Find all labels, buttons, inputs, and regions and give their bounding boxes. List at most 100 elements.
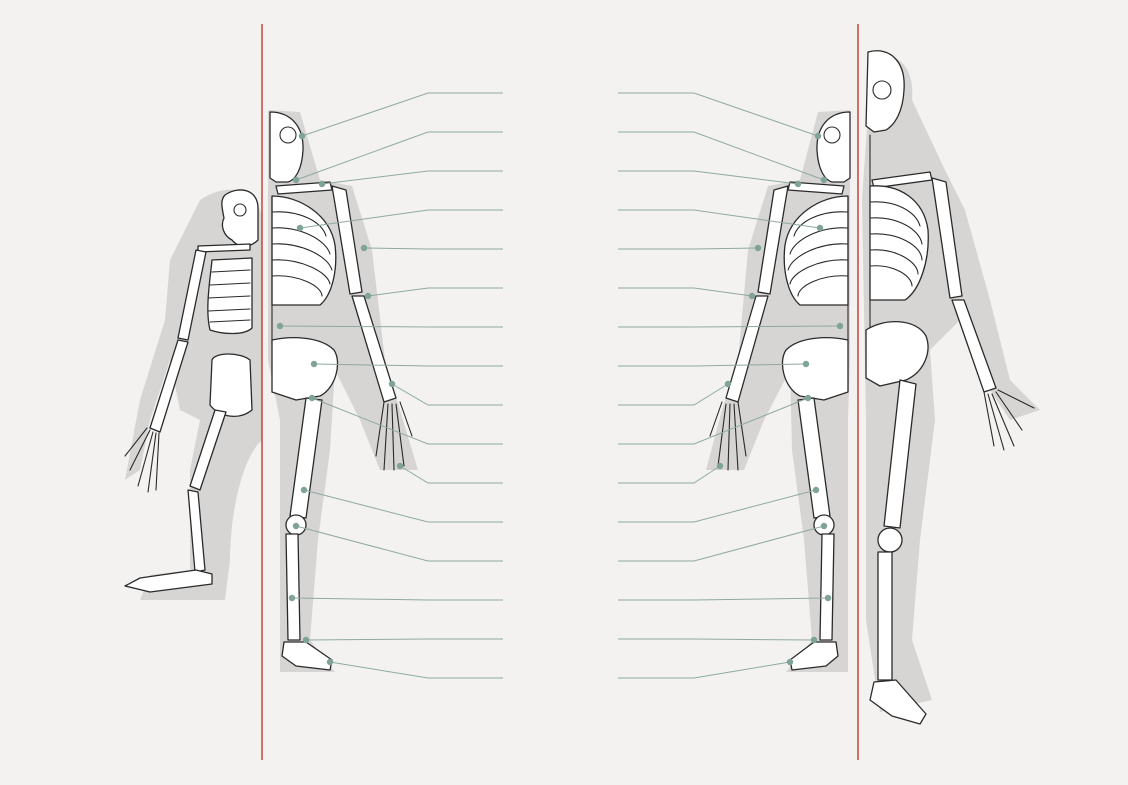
left-clavicle	[275, 181, 333, 195]
ape-clavicle	[197, 243, 251, 253]
left-leader-line-2	[295, 131, 503, 181]
human-skeleton	[862, 50, 1040, 725]
right-leader-lines	[618, 92, 844, 679]
ape-tibia	[187, 489, 206, 573]
human-patella	[877, 527, 903, 553]
human-skull	[865, 50, 905, 133]
left-hand	[375, 401, 413, 471]
human-hand	[983, 389, 1035, 451]
left-marker-14	[288, 594, 296, 602]
right-eye-socket	[823, 126, 841, 144]
right-marker-13	[820, 522, 828, 530]
right-leader-line-4	[618, 209, 821, 229]
right-leader-line-5	[618, 247, 759, 250]
human-ribcage	[869, 185, 929, 301]
left-marker-1	[298, 132, 306, 140]
left-pelvis	[271, 337, 339, 401]
right-marker-11	[716, 462, 724, 470]
left-marker-12	[300, 486, 308, 494]
left-leader-line-13	[295, 525, 503, 562]
right-leader-line-9	[618, 383, 729, 406]
human-tibia	[877, 551, 893, 681]
left-leader-line-4	[299, 209, 503, 229]
ape-skull	[221, 189, 259, 247]
left-marker-8	[310, 360, 318, 368]
right-leader-line-13	[618, 525, 825, 562]
left-tibia	[285, 533, 301, 641]
left-leader-line-6	[367, 287, 503, 297]
left-marker-7	[276, 322, 284, 330]
left-marker-9	[388, 380, 396, 388]
right-marker-12	[812, 486, 820, 494]
right-hand	[709, 401, 747, 471]
right-leader-line-15	[618, 638, 815, 641]
right-leader-line-2	[618, 131, 825, 181]
ape-forearm	[149, 339, 189, 433]
right-skull	[816, 111, 851, 183]
human-humerus	[931, 177, 963, 299]
left-radius-ulna	[351, 295, 397, 403]
ape-femur	[189, 409, 227, 491]
left-marker-2	[292, 176, 300, 184]
right-leader-line-1	[618, 92, 819, 137]
right-leader-line-10	[618, 397, 809, 445]
ape-skeleton	[124, 189, 262, 600]
left-leader-line-10	[311, 397, 503, 445]
right-marker-9	[724, 380, 732, 388]
right-marker-7	[836, 322, 844, 330]
right-radius-ulna	[725, 295, 769, 403]
ape-foot	[124, 569, 213, 593]
right-ribcage	[783, 195, 849, 306]
right-marker-10	[804, 394, 812, 402]
human-eye-socket	[872, 80, 892, 100]
human-pelvis	[865, 320, 929, 387]
right-marker-3	[794, 180, 802, 188]
left-humerus	[331, 185, 363, 295]
left-marker-5	[360, 244, 368, 252]
left-leader-line-14	[291, 597, 503, 601]
left-labelled-skeleton	[268, 110, 418, 672]
right-marker-5	[754, 244, 762, 252]
right-femur	[797, 397, 831, 519]
right-marker-16	[786, 658, 794, 666]
right-humerus	[757, 185, 789, 295]
human-forearm	[951, 299, 997, 393]
left-leader-line-16	[329, 661, 503, 679]
ape-hand	[124, 427, 160, 493]
right-marker-8	[802, 360, 810, 368]
left-leader-line-8	[313, 363, 503, 367]
left-marker-16	[326, 658, 334, 666]
left-marker-15	[302, 636, 310, 644]
left-leader-line-9	[391, 383, 503, 406]
left-leader-line-12	[303, 489, 503, 523]
left-marker-3	[318, 180, 326, 188]
right-leader-line-14	[618, 597, 829, 601]
right-clavicle	[787, 181, 845, 195]
right-marker-14	[824, 594, 832, 602]
left-marker-13	[292, 522, 300, 530]
left-marker-10	[308, 394, 316, 402]
left-leader-lines	[276, 92, 503, 679]
left-marker-11	[396, 462, 404, 470]
right-marker-1	[814, 132, 822, 140]
right-leader-line-12	[618, 489, 817, 523]
right-leader-line-7	[618, 325, 841, 328]
ape-pelvis	[209, 353, 253, 417]
right-marker-4	[816, 224, 824, 232]
left-skull	[269, 111, 304, 183]
left-leader-line-11	[399, 465, 503, 484]
left-eye-socket	[279, 126, 297, 144]
left-leader-line-5	[363, 247, 503, 250]
right-leader-line-8	[618, 363, 807, 367]
left-leader-line-15	[305, 638, 503, 641]
left-ribcage	[271, 195, 337, 306]
ape-eye-socket	[233, 203, 247, 217]
right-marker-6	[748, 292, 756, 300]
right-labelled-skeleton	[706, 110, 851, 672]
ape-ribcage	[207, 257, 253, 335]
left-marker-6	[364, 292, 372, 300]
left-marker-4	[296, 224, 304, 232]
right-marker-2	[820, 176, 828, 184]
